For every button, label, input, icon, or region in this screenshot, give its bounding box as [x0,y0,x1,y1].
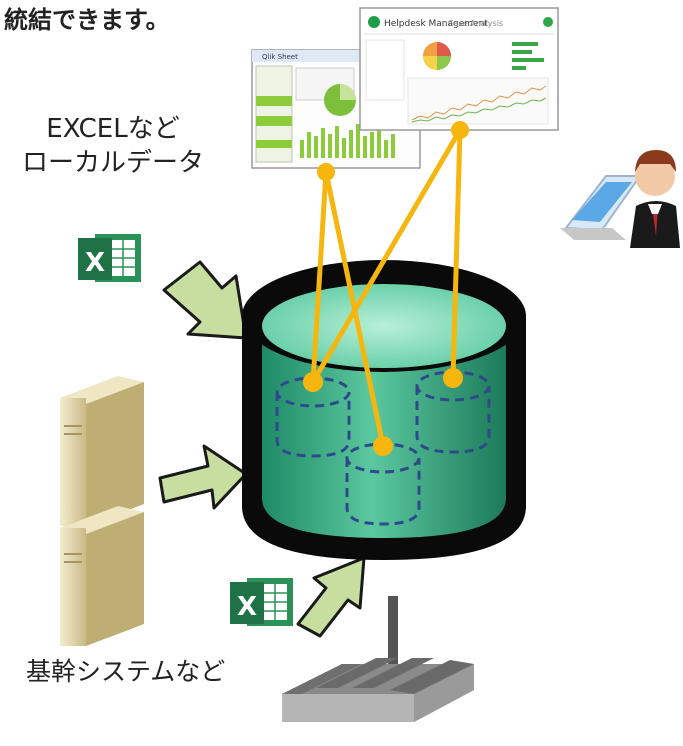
dashboard-connection-lines [310,127,463,449]
excel-file-icon: X [78,234,141,282]
connection-node [373,436,393,456]
large-dashboard-subtitle: Case Analysis [448,19,503,28]
connection-nodes [303,121,469,456]
factory-icon [282,596,474,722]
input-arrow-server [158,444,248,510]
input-arrow-factory [296,556,366,638]
connection-node [317,163,335,181]
connection-node [443,368,463,388]
input-arrow-excel [162,260,248,340]
connection-node [451,121,469,139]
large-line-chart [411,85,547,121]
qlik-dashboard-thumbnail-small: Qlik Sheet [251,49,421,169]
top-caption: 統結できます。 [4,6,170,34]
large-dashboard-title: Helpdesk Management [384,19,488,29]
qlik-dashboard-thumbnail-large: Helpdesk Management Case Analysis [359,7,559,131]
large-pie-chart [423,42,451,70]
connection-node [303,372,323,392]
excel-local-data-caption: EXCELなど ローカルデータ [22,112,204,180]
large-bar-list [512,42,544,70]
excel-caption-line-1: EXCELなど [46,114,180,144]
server-tower-icon [60,376,144,526]
excel-file-icon-2: X [230,578,293,626]
small-bar-chart [300,124,395,158]
excel-badge-letter: X [85,248,105,278]
core-system-caption: 基幹システムなど [26,657,226,686]
qlik-logo-icon [368,16,380,28]
excel-caption-line-2: ローカルデータ [22,148,205,178]
excel-badge-letter-2: X [237,592,257,622]
data-warehouse-cylinder [242,260,526,560]
server-tower-icon-2 [60,506,144,646]
small-dashboard-title: Qlik Sheet [262,53,298,61]
user-with-laptop-icon [560,150,680,248]
